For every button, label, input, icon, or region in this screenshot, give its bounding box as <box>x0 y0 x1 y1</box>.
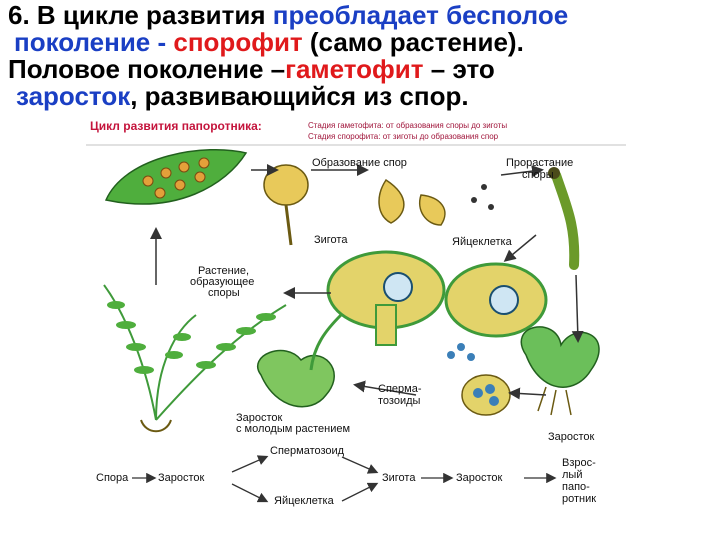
scheme-zygote: Зигота <box>382 472 416 484</box>
title-text: (само растение). <box>302 27 524 57</box>
label-sperm-1: Сперма- <box>378 383 422 395</box>
scheme-spore: Спора <box>96 472 129 484</box>
label-plant-3: споры <box>208 287 240 299</box>
sperm-cells-illustration <box>447 343 511 416</box>
title-term-gametophyte: гаметофит <box>285 54 424 84</box>
label-zygote: Зигота <box>314 234 348 246</box>
heart-prothallus-illustration <box>520 326 600 416</box>
scheme-prothallus-1: Заросток <box>158 472 205 484</box>
germinating-spore-illustration <box>548 167 580 270</box>
title-line-3: Половое поколение –гаметофит – это <box>8 56 712 83</box>
scheme-spermatozoid: Сперматозоид <box>270 445 345 457</box>
scheme-prothallus-2: Заросток <box>456 472 503 484</box>
stage-gametophyte-caption: Стадия гаметофита: от образования споры … <box>308 121 508 130</box>
scheme-adult-3: папо- <box>562 481 590 493</box>
stage-sporophyte-caption: Стадия спорофита: от зиготы до образован… <box>308 132 499 141</box>
title-text: , развивающийся из спор. <box>130 81 469 111</box>
cycle-arrows <box>150 164 584 400</box>
label-prothallus-right: Заросток <box>548 431 595 443</box>
label-plant-2: образующее <box>190 276 255 288</box>
label-egg: Яйцеклетка <box>452 236 512 248</box>
label-spore-formation: Образование спор <box>312 157 407 169</box>
title-term-sporophyte: спорофит <box>173 27 303 57</box>
archegonium-illustration <box>326 250 446 346</box>
title-text: – это <box>423 54 495 84</box>
scheme-adult-2: лый <box>562 469 583 481</box>
young-plant-illustration <box>257 313 343 408</box>
label-spore-germination-2: споры <box>522 169 554 181</box>
title-accent: поколение - <box>14 27 174 57</box>
title-term-prothallus: заросток <box>16 81 131 111</box>
label-young-prothallus-1: Заросток <box>236 412 283 424</box>
sporangium-illustration <box>263 164 494 246</box>
title-line-1: 6. В цикле развития преобладает бесполое <box>8 2 712 29</box>
label-sperm-2: тозоиды <box>378 395 421 407</box>
title-accent: преобладает бесполое <box>272 0 569 30</box>
label-young-prothallus-2: с молодым растением <box>236 423 351 435</box>
title-text: Половое поколение – <box>8 54 286 84</box>
leaf-with-sori-illustration <box>104 148 248 205</box>
figure-heading: Цикл развития папоротника: <box>90 119 262 133</box>
fern-plant-illustration <box>103 284 287 433</box>
scheme-arrows <box>132 455 557 503</box>
title-line-2: поколение - спорофит (само растение). <box>8 29 712 56</box>
scheme-egg: Яйцеклетка <box>274 495 334 507</box>
title-text: 6. В цикле развития <box>8 0 273 30</box>
figure-illustration <box>86 144 626 503</box>
label-spore-germination-1: Прорастание <box>506 157 574 169</box>
label-plant-1: Растение, <box>198 265 250 277</box>
archegonium-right-illustration <box>444 262 548 338</box>
fern-life-cycle-figure: Цикл развития папоротника: Стадия гамето… <box>86 115 626 520</box>
scheme-adult-1: Взрос- <box>562 457 596 469</box>
slide-title: 6. В цикле развития преобладает бесполое… <box>8 2 712 110</box>
title-line-4: заросток, развивающийся из спор. <box>8 83 712 110</box>
scheme-adult-4: ротник <box>562 493 597 505</box>
